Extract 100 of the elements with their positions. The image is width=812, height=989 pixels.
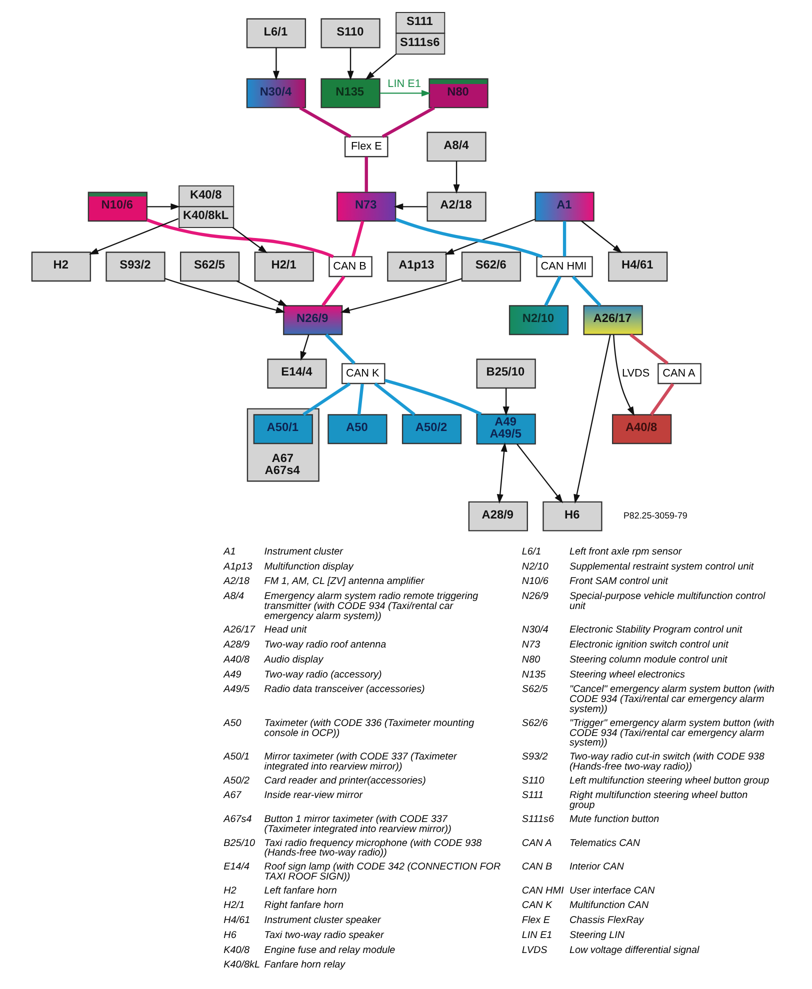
arrow	[444, 218, 535, 255]
label: Supplemental restraint system control unit	[568, 561, 754, 572]
label: Two-way radio (accessory)	[264, 669, 382, 680]
label: A28/9	[223, 640, 250, 651]
node-box: CAN HMI	[536, 256, 592, 278]
label: A2/18	[223, 576, 250, 588]
node-box: A50/1	[252, 414, 312, 444]
label: E14/4	[223, 862, 250, 873]
arrow	[146, 203, 180, 210]
node-box: CAN A	[657, 363, 701, 384]
label: Taximeter (with CODE 336 (Taximeter mounting console in OCP))	[264, 718, 474, 739]
label: H2/1	[223, 900, 244, 912]
label: N10/6	[521, 576, 548, 588]
label: S93/2	[521, 752, 548, 763]
label: Low voltage differential signal	[568, 944, 699, 956]
label: Fanfare horn relay	[264, 960, 345, 971]
arrow	[346, 48, 354, 80]
label: H4/61	[223, 915, 250, 926]
label: Taxi radio frequency microphone (with CODE 938 (Hands-free two-way radio))	[264, 838, 482, 859]
node-box: N2/10	[508, 305, 568, 336]
label: H2	[223, 885, 236, 896]
arrow	[232, 227, 267, 254]
node-box: N135	[320, 78, 380, 108]
node-box: N10/6	[87, 192, 147, 222]
label: Card reader and printer(accessories)	[264, 775, 426, 786]
label: P82.25-3059-79	[622, 510, 687, 520]
node-box: N73	[336, 192, 396, 222]
node-box: H4/61	[608, 252, 668, 282]
connector	[324, 334, 355, 365]
label: "Cancel" emergency alarm system button (with CODE 934 (Taxi/rental car emergency alarm system))	[568, 684, 774, 715]
label: N30/4	[521, 624, 548, 636]
label: Multifunction display	[264, 561, 353, 572]
node-box: Flex E	[344, 136, 388, 158]
connector	[394, 218, 542, 258]
label: A40/8	[223, 654, 250, 666]
label: Right multifunction steering wheel button group	[568, 790, 748, 812]
label: Taxi two-way radio speaker	[264, 930, 384, 941]
connector	[649, 383, 674, 416]
node-box: L6/1	[246, 18, 306, 48]
arrow	[88, 218, 178, 254]
label: Two-way radio roof antenna	[264, 640, 386, 651]
node-box: S110	[320, 18, 380, 48]
label: Special-purpose vehicle multifunction control unit	[568, 591, 765, 612]
connector	[364, 156, 368, 192]
connector	[374, 382, 415, 416]
label: Front SAM control unit	[568, 576, 668, 588]
arrow	[236, 280, 287, 306]
label: "Trigger" emergency alarm system button (with CODE 934 (Taxi/rental car emergency alarm system))	[568, 718, 774, 749]
node-box: H2	[30, 252, 91, 282]
arrow	[573, 334, 610, 504]
connector	[544, 276, 561, 306]
label: CAN A	[521, 838, 552, 849]
label: Steering LIN	[568, 930, 624, 941]
label: CAN HMI	[521, 885, 564, 896]
label: Radio data transceiver (accessories)	[264, 684, 424, 696]
node-box: A50	[327, 414, 387, 444]
label: Two-way radio cut-in switch (with CODE 938 (Hands-free two-way radio))	[568, 752, 764, 772]
label: Instrument cluster	[264, 546, 342, 558]
label: S62/5	[521, 684, 548, 696]
label: N73	[521, 640, 540, 651]
node-box: S62/5	[180, 252, 240, 282]
connector	[384, 378, 482, 416]
label: Engine fuse and relay module	[264, 944, 395, 956]
connector	[381, 106, 435, 138]
node-box: CAN B	[328, 256, 372, 278]
arrow	[502, 388, 509, 416]
label: Roof sign lamp (with CODE 342 (CONNECTION FOR TAXI ROOF SIGN))	[264, 862, 500, 882]
label: Inside rear-view mirror	[264, 790, 362, 802]
label: A67s4	[223, 814, 252, 825]
label: N135	[521, 669, 546, 680]
arrow	[516, 444, 563, 504]
label: Steering wheel electronics	[568, 669, 684, 680]
label: Head unit	[264, 624, 306, 636]
label: CAN K	[521, 900, 552, 912]
connector	[356, 384, 364, 415]
connector	[146, 218, 334, 258]
label: N2/10	[521, 561, 548, 572]
arrow	[580, 220, 622, 254]
label: A1	[223, 546, 236, 558]
label: A50/1	[223, 752, 250, 763]
label: Emergency alarm system radio remote triggering transmitter (with CODE 934 (Taxi/rental car emergency alarm system))	[264, 591, 478, 622]
label: FM 1, AM, CL [ZV] antenna amplifier	[264, 576, 424, 588]
node-box: N30/4	[246, 78, 306, 108]
label: Mute function button	[568, 814, 659, 825]
label: Right fanfare horn	[264, 900, 343, 912]
label: A26/17	[223, 624, 255, 636]
label: Steering column module control unit	[568, 654, 727, 666]
label: LIN E1	[521, 930, 552, 941]
node-box: A8/4	[426, 132, 486, 162]
arrow	[380, 90, 430, 96]
label: Interior CAN	[568, 862, 624, 873]
arrow	[300, 334, 309, 361]
label: A1p13	[223, 561, 252, 572]
node-box: N80	[428, 78, 488, 108]
node-box: A2/18	[426, 192, 486, 222]
connector	[629, 333, 668, 365]
label: A50/2	[223, 775, 250, 786]
connector	[321, 276, 345, 306]
node-box: A49 A49/5	[476, 414, 536, 445]
label: K40/8kL	[223, 960, 260, 971]
